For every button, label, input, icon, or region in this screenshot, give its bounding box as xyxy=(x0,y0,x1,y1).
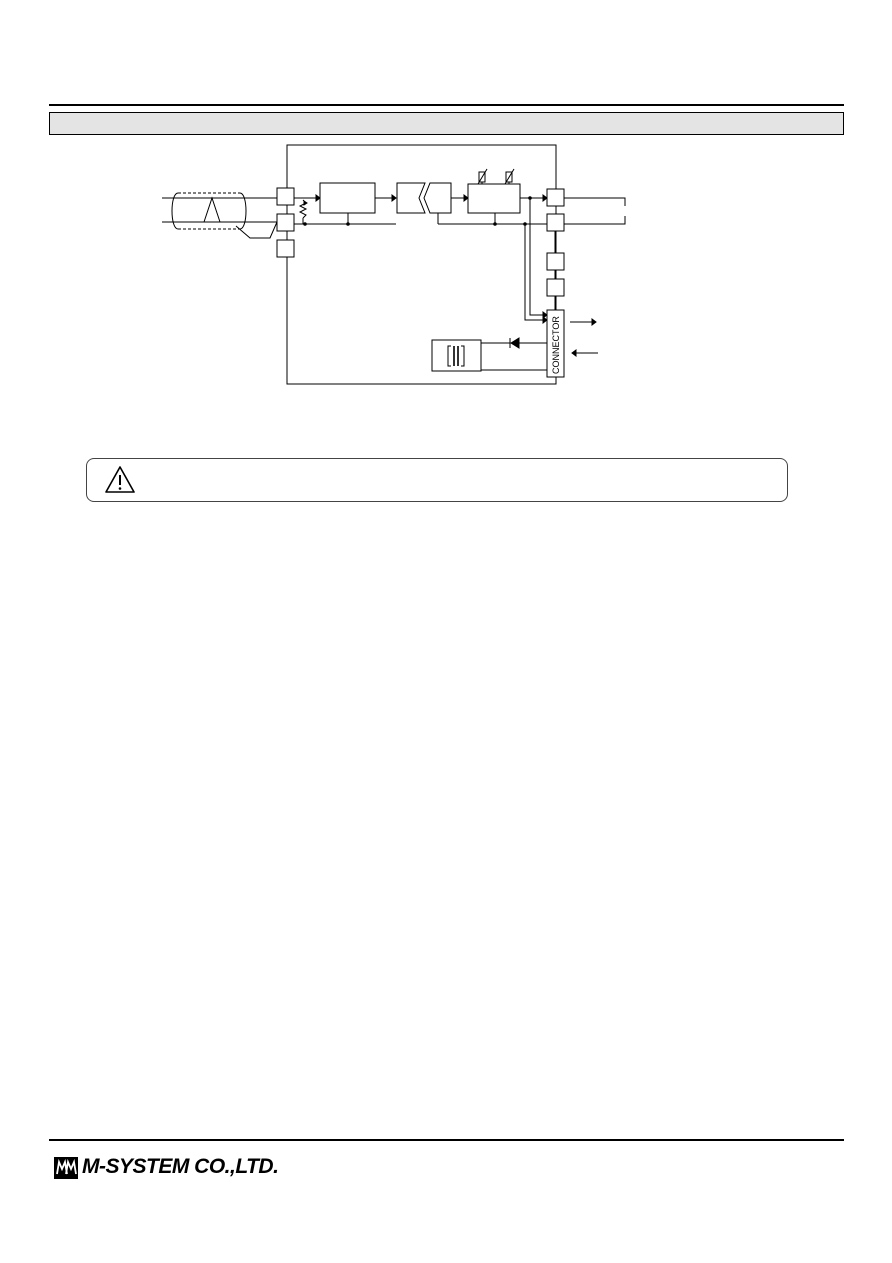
output-terminal-2 xyxy=(546,213,565,232)
footer-rule xyxy=(49,1139,844,1141)
input-terminal-2 xyxy=(276,213,295,232)
header-rule xyxy=(49,104,844,106)
module-frame xyxy=(286,144,557,385)
cable-shield-left xyxy=(171,192,179,230)
cable-shield-right xyxy=(239,192,247,230)
input-terminal-3 xyxy=(276,239,295,258)
block-diagram: CONNECTOR xyxy=(162,144,626,385)
connector-label: CONNECTOR xyxy=(551,316,561,374)
warning-icon xyxy=(105,466,135,493)
output-block xyxy=(467,183,521,214)
m-system-logo-icon xyxy=(54,1157,78,1179)
isolation-block-right xyxy=(423,182,452,214)
section-header-bar xyxy=(49,112,844,135)
power-terminal-1 xyxy=(546,252,565,271)
thermocouple-junction xyxy=(203,196,221,223)
power-terminal-2 xyxy=(546,278,565,297)
amplifier-block xyxy=(319,182,376,214)
output-terminal-1 xyxy=(546,188,565,207)
warning-box xyxy=(86,458,788,502)
isolation-block-left xyxy=(396,182,426,214)
shield-drain-wire xyxy=(235,221,278,239)
company-name: M-SYSTEM CO.,LTD. xyxy=(82,1155,279,1178)
input-terminal-1 xyxy=(276,187,295,206)
power-supply-block xyxy=(431,339,482,372)
diode-symbol xyxy=(510,337,520,349)
company-logo: M-SYSTEM CO.,LTD. xyxy=(54,1155,304,1181)
